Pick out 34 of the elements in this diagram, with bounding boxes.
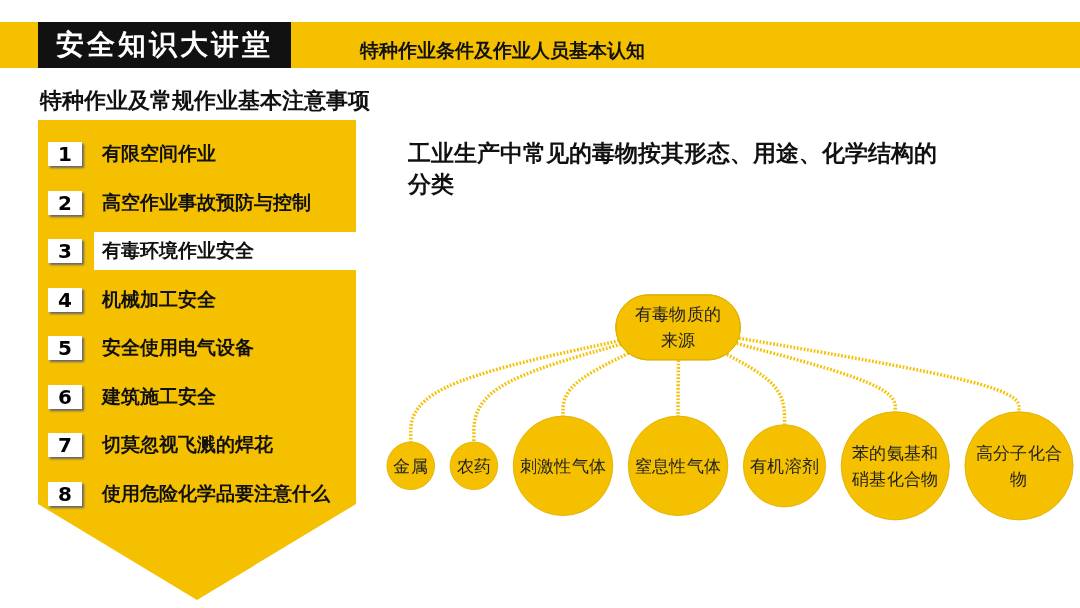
- node-circle: 高分子化合物: [964, 411, 1074, 521]
- number-badge: 3: [48, 239, 82, 263]
- number-badge: 2: [48, 190, 82, 215]
- node-circle: 有机溶剂: [742, 424, 827, 508]
- slide-title: 安全知识大讲堂: [38, 22, 291, 68]
- connector: [409, 339, 620, 443]
- connector: [472, 342, 622, 443]
- node-circle: 刺激性气体: [512, 415, 614, 517]
- menu-item-text: 使用危险化学品要注意什么: [102, 480, 330, 506]
- number-badge: 6: [48, 384, 82, 409]
- connector: [676, 360, 681, 417]
- number-badge: 4: [48, 287, 82, 312]
- node-circle: 苯的氨基和硝基化合物: [840, 411, 950, 521]
- node-circle: 窒息性气体: [627, 415, 729, 517]
- number-badge: 7: [48, 433, 82, 457]
- menu-item-text: 有毒环境作业安全: [102, 238, 254, 263]
- heading-text: 工业生产中常见的毒物按其形态、用途、化学结构的分类: [408, 139, 938, 199]
- connector: [561, 351, 630, 417]
- menu-item-text: 切莫忽视飞溅的焊花: [102, 432, 273, 457]
- menu-item-text: 安全使用电气设备: [102, 335, 254, 360]
- menu-item-text: 高空作业事故预防与控制: [102, 189, 311, 215]
- number-badge: 1: [48, 142, 82, 166]
- connector: [726, 352, 787, 425]
- number-badge: 8: [48, 481, 82, 506]
- node-circle: 农药: [449, 441, 499, 491]
- heading-text: 特种作业及常规作业基本注意事项: [40, 87, 370, 115]
- menu-item-text: 有限空间作业: [102, 141, 216, 166]
- connector: [736, 341, 897, 412]
- node-circle: 金属: [386, 441, 435, 491]
- menu-item-text: 机械加工安全: [102, 286, 216, 312]
- menu-item-text: 建筑施工安全: [102, 383, 216, 409]
- number-badge: 5: [48, 336, 82, 360]
- connector: [738, 336, 1021, 412]
- heading-text: 特种作业条件及作业人员基本认知: [360, 38, 645, 63]
